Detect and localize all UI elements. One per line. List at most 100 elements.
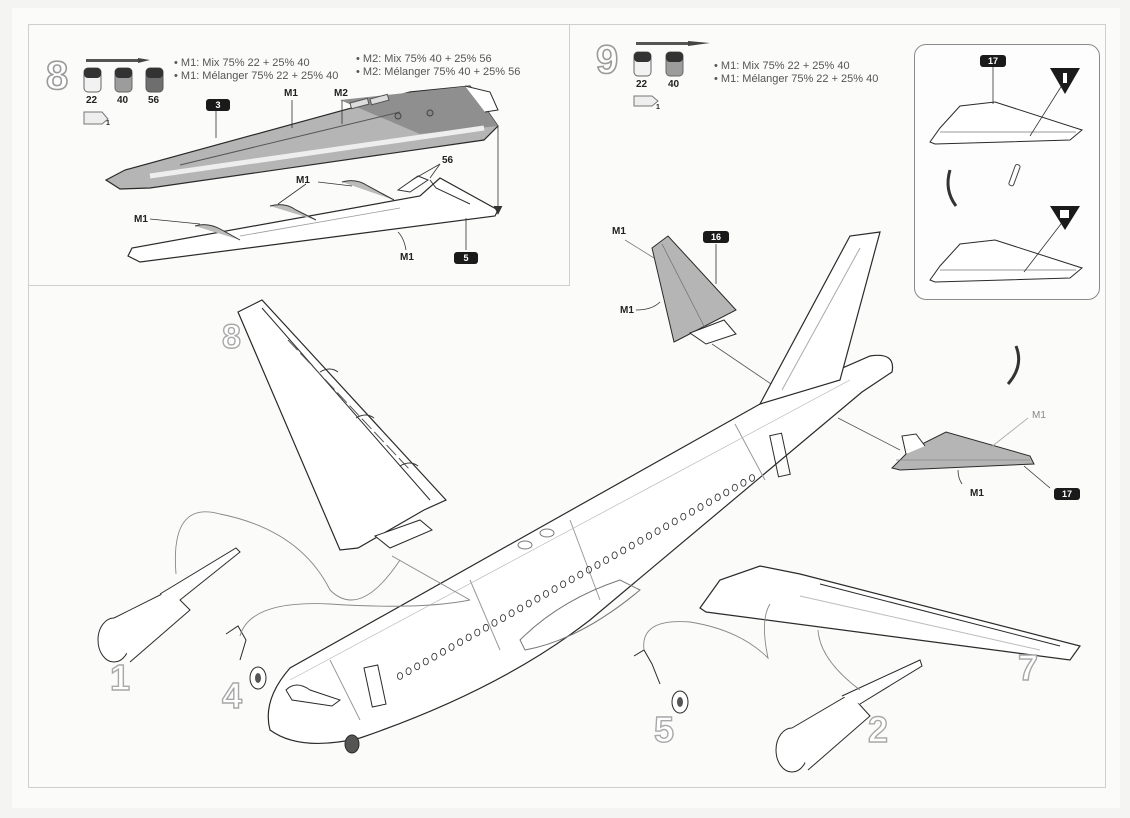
cabin-window <box>414 662 421 671</box>
curved-arrow-icon <box>946 169 958 207</box>
cabin-window <box>431 652 438 661</box>
paint-pot-40 <box>114 67 133 93</box>
cabin-window <box>405 667 412 675</box>
cabin-window <box>448 643 455 651</box>
mix-note-m1-fr: • M1: Mélanger 75% 22 + 25% 40 <box>714 73 879 85</box>
paint-label-m1: M1 <box>620 305 634 316</box>
part-callout-17: 17 <box>1054 488 1080 500</box>
part-number-7: 7 <box>1017 647 1039 688</box>
step-number-9: 9 <box>595 38 619 82</box>
part-number-2: 2 <box>867 709 889 750</box>
cabin-window <box>551 585 558 593</box>
cabin-window <box>439 648 446 656</box>
fuselage <box>267 354 894 745</box>
cabin-window <box>663 522 670 531</box>
cabin-window <box>585 565 592 574</box>
cabin-window <box>706 498 713 506</box>
mix-note-m1-en: • M1: Mix 75% 22 + 25% 40 <box>714 60 850 72</box>
glue-tube-icon <box>83 111 109 125</box>
inset-stabilizer-bottom <box>929 219 1084 283</box>
paint-label-m1: M1 <box>970 488 984 499</box>
cabin-window <box>491 619 498 627</box>
leader-lines-step-8 <box>149 100 503 251</box>
mix-note-m2-fr: • M2: Mélanger 75% 40 + 25% 56 <box>356 66 521 78</box>
mix-note-m1-en: • M1: Mix 75% 22 + 25% 40 <box>174 57 310 69</box>
cabin-window <box>508 609 515 618</box>
part-number-5: 5 <box>653 709 675 750</box>
warning-triangle-icon <box>1050 68 1080 94</box>
cabin-window <box>714 493 721 502</box>
paint-label-m1: M1 <box>296 175 310 186</box>
assembly-guide-lines <box>174 511 861 691</box>
cabin-window <box>645 532 652 540</box>
curved-arrow-icon <box>1006 345 1021 385</box>
vertical-fin-part-16 <box>624 235 781 391</box>
cabin-window <box>474 628 481 637</box>
wing-right-part-7 <box>699 565 1081 661</box>
landing-gear-part-4 <box>225 625 267 690</box>
cabin-window <box>500 614 507 622</box>
cabin-window <box>517 604 524 613</box>
glue-count: 1 <box>656 104 660 111</box>
cabin-window <box>688 508 695 516</box>
nose-gear <box>344 734 360 754</box>
mix-note-m1-fr: • M1: Mélanger 75% 22 + 25% 40 <box>174 70 339 82</box>
paint-code-40: 40 <box>117 95 129 106</box>
cabin-window <box>637 536 644 545</box>
part-callout-3: 3 <box>206 99 230 111</box>
inset-stabilizer-top <box>929 64 1084 145</box>
paint-pot-56 <box>145 67 164 93</box>
cabin-window <box>620 546 627 555</box>
page-frame <box>28 24 1106 788</box>
glue-count: 1 <box>106 120 110 127</box>
brush-icon <box>636 41 710 46</box>
wing-upper-part-3 <box>104 85 499 190</box>
cabin-window <box>396 672 403 680</box>
vertical-tail <box>758 231 881 405</box>
cabin-window <box>534 594 541 603</box>
brush-icon <box>86 58 150 63</box>
paint-code-56: 56 <box>148 95 160 106</box>
paint-code-22: 22 <box>86 95 98 106</box>
cabin-window <box>749 474 756 482</box>
cabin-window <box>457 638 464 646</box>
cabin-window <box>671 517 678 526</box>
part-number-8: 8 <box>221 318 241 356</box>
paint-label-m2: M2 <box>334 88 348 99</box>
pin-part-icon <box>1008 164 1021 187</box>
cabin-window <box>740 479 747 487</box>
cabin-window <box>654 527 661 535</box>
paint-label-56: 56 <box>442 155 454 166</box>
part-number-1: 1 <box>109 657 131 698</box>
cabin-window <box>731 483 738 492</box>
step-8-panel <box>28 24 570 286</box>
cabin-window <box>482 623 489 632</box>
cabin-window <box>542 590 549 598</box>
engine-part-1 <box>97 547 241 663</box>
paint-label-m1: M1 <box>400 252 414 263</box>
paint-label-m1: M1 <box>612 226 626 237</box>
cabin-window <box>723 488 730 497</box>
cabin-window <box>525 599 532 608</box>
glue-tube-icon <box>633 95 659 107</box>
wing-left-part-8 <box>237 299 448 551</box>
inset-part-callout-17: 17 <box>980 55 1006 67</box>
paint-label-m1: M1 <box>284 88 298 99</box>
cabin-window <box>603 556 610 564</box>
paint-pot-22 <box>633 51 652 77</box>
cabin-window <box>560 580 567 589</box>
paint-label-m1: M1 <box>134 214 148 225</box>
cabin-window <box>568 575 575 584</box>
landing-gear-part-5 <box>633 649 689 714</box>
paint-label-m1: M1 <box>1032 410 1046 421</box>
warning-triangle-icon <box>1050 206 1080 230</box>
part-number-4: 4 <box>221 675 243 716</box>
cabin-window <box>628 541 635 550</box>
part-callout-16: 16 <box>703 231 729 243</box>
paint-code-22: 22 <box>636 79 648 90</box>
cabin-window <box>697 503 704 511</box>
cabin-window <box>594 561 601 569</box>
horizontal-stabilizer-part-17 <box>837 417 1051 489</box>
cabin-window <box>422 657 429 666</box>
